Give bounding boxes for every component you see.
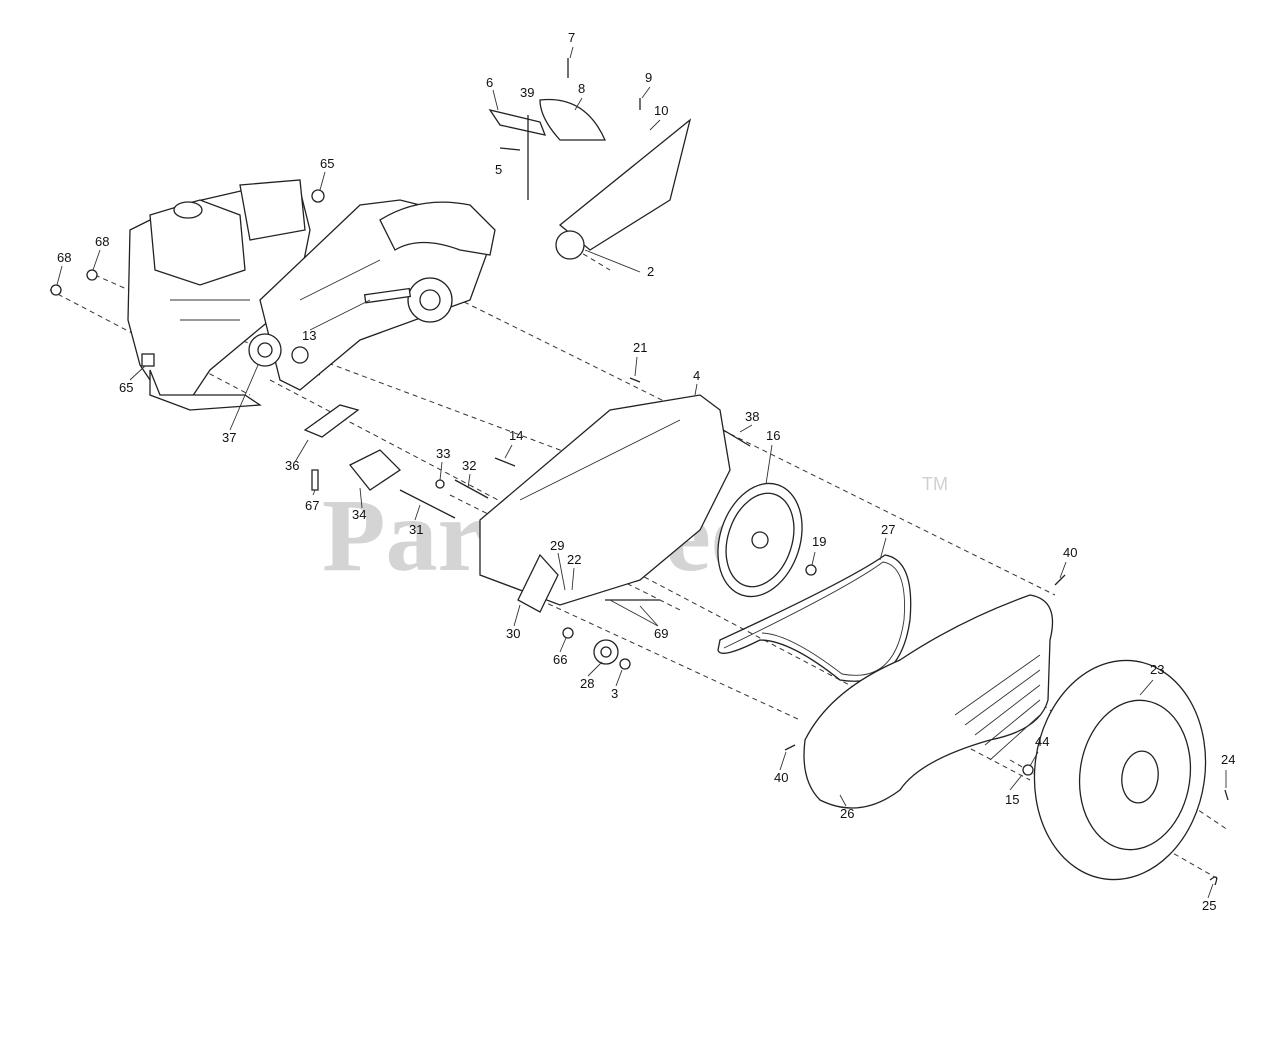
label-68-right: 68 (95, 234, 109, 249)
label-29: 29 (550, 538, 564, 553)
label-39: 39 (520, 85, 534, 100)
label-6: 6 (486, 75, 493, 90)
label-24: 24 (1221, 752, 1235, 767)
label-10: 10 (654, 103, 668, 118)
wheel-tire-23 (1033, 659, 1207, 881)
nut-67 (311, 469, 319, 491)
label-7: 7 (568, 30, 575, 45)
clip-25 (1209, 876, 1218, 886)
hinge-2 (555, 230, 585, 260)
cover-plate-slot (519, 419, 681, 501)
label-66: 66 (553, 652, 567, 667)
label-68-left: 68 (57, 250, 71, 265)
tine-shield-parts (488, 58, 692, 260)
label-36: 36 (285, 458, 299, 473)
pin-24 (1224, 789, 1229, 801)
label-5: 5 (495, 162, 502, 177)
pin-5 (499, 147, 521, 151)
washer-33 (435, 479, 445, 489)
leader-lines (56, 46, 1227, 899)
label-14: 14 (509, 428, 523, 443)
label-19: 19 (812, 534, 826, 549)
shield-8 (539, 98, 607, 141)
nut-65-bottom (141, 353, 155, 367)
idler-bracket-30 (517, 553, 559, 613)
label-31: 31 (409, 522, 423, 537)
cover-plate-4 (479, 394, 731, 606)
label-34: 34 (352, 507, 366, 522)
idler-parts (517, 553, 660, 670)
bolt-31 (399, 489, 456, 519)
label-16: 16 (766, 428, 780, 443)
hardware-parts (50, 189, 751, 519)
label-8: 8 (578, 81, 585, 96)
nut-65-top (311, 189, 325, 203)
bolt-32 (454, 479, 489, 499)
pin-21 (629, 377, 641, 383)
label-13: 13 (302, 328, 316, 343)
label-21: 21 (633, 340, 647, 355)
label-22: 22 (567, 552, 581, 567)
label-38: 38 (745, 409, 759, 424)
belt-cover-26 (803, 594, 1054, 809)
label-26: 26 (840, 806, 854, 821)
label-33: 33 (436, 446, 450, 461)
label-44: 44 (1035, 734, 1049, 749)
label-15: 15 (1005, 792, 1019, 807)
label-40-top: 40 (1063, 545, 1077, 560)
guard-34 (348, 449, 402, 491)
washer-44 (1022, 764, 1034, 776)
label-30: 30 (506, 626, 520, 641)
bracket-36 (303, 404, 360, 438)
label-40-bottom: 40 (774, 770, 788, 785)
label-69: 69 (654, 626, 668, 641)
part-labels: 2 3 4 5 6 7 8 9 10 13 14 15 16 19 21 22 … (57, 30, 1235, 913)
label-27: 27 (881, 522, 895, 537)
nut-68-left (50, 284, 62, 296)
label-67: 67 (305, 498, 319, 513)
idler-pulley-28 (593, 639, 619, 665)
label-23: 23 (1150, 662, 1164, 677)
label-32: 32 (462, 458, 476, 473)
nut-3 (619, 658, 631, 670)
drive-belt-27 (717, 554, 912, 682)
label-65-top: 65 (320, 156, 334, 171)
screw-40-top (1054, 574, 1066, 586)
bracket-6 (488, 108, 547, 136)
label-65-bottom: 65 (119, 380, 133, 395)
pin-14 (494, 457, 516, 467)
washer-66 (562, 627, 574, 639)
label-9: 9 (645, 70, 652, 85)
drive-pulley-16 (717, 482, 803, 598)
engine-tine-assembly (127, 179, 496, 411)
screw-40-bottom (784, 744, 796, 751)
nut-19 (805, 564, 817, 576)
nut-68-right (86, 269, 98, 281)
label-3: 3 (611, 686, 618, 701)
bolt-38 (719, 427, 751, 447)
label-4: 4 (693, 368, 700, 383)
label-28: 28 (580, 676, 594, 691)
label-25: 25 (1202, 898, 1216, 913)
label-37: 37 (222, 430, 236, 445)
watermark-trademark: TM (922, 474, 948, 494)
label-2: 2 (647, 264, 654, 279)
